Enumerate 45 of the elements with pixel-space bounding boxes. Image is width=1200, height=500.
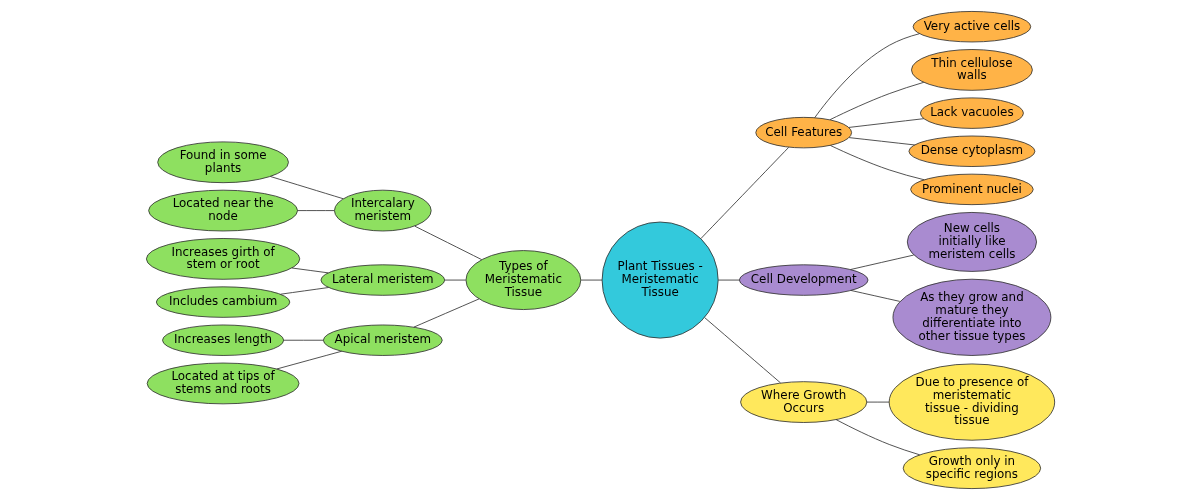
- connector: [835, 419, 920, 456]
- node-ellipse: Located near the node: [147, 189, 298, 232]
- connector: [829, 145, 925, 181]
- node-ellipse: Increases length: [161, 324, 284, 356]
- connector: [580, 279, 602, 281]
- connector: [865, 401, 890, 403]
- node-ellipse: Due to presence of meristematic tissue - dividing tissue: [888, 363, 1055, 441]
- connector: [717, 279, 740, 281]
- connector: [703, 317, 781, 384]
- node-ellipse: Where Growth Occurs: [739, 381, 867, 423]
- node-ellipse: Very active cells: [912, 11, 1031, 43]
- node-ellipse: Types of Meristematic Tissue: [465, 250, 581, 310]
- node-ellipse: Lack vacuoles: [919, 97, 1024, 129]
- node-ellipse: Thin cellulose walls: [910, 49, 1033, 91]
- node-ellipse: Increases girth of stem or root: [145, 238, 300, 280]
- node-ellipse: Prominent nuclei: [909, 173, 1034, 206]
- connector: [413, 225, 482, 261]
- node-ellipse: Includes cambium: [155, 286, 290, 318]
- node-ellipse: Growth only in specific regions: [902, 447, 1041, 489]
- node-ellipse: Cell Development: [738, 264, 868, 296]
- connector: [282, 339, 324, 341]
- node-ellipse: New cells initially like meristem cells: [906, 212, 1037, 272]
- node-ellipse: Found in some plants: [156, 141, 289, 184]
- connector: [444, 279, 466, 281]
- connector: [290, 267, 329, 274]
- connector: [849, 254, 914, 270]
- connector: [296, 210, 335, 211]
- connector: [269, 176, 343, 200]
- node-ellipse: Intercalary meristem: [333, 189, 432, 232]
- node-ellipse: Lateral meristem: [320, 264, 445, 296]
- node-ellipse: Located at tips of stems and roots: [146, 362, 299, 405]
- connector: [699, 146, 789, 240]
- node-ellipse: Cell Features: [754, 116, 852, 149]
- connector: [848, 118, 924, 128]
- connector: [275, 350, 342, 370]
- connector: [279, 287, 329, 295]
- node-circle: Plant Tissues - Meristematic Tissue: [601, 221, 719, 339]
- connector: [813, 33, 920, 119]
- connector: [412, 298, 479, 328]
- node-ellipse: As they grow and mature they differentiate into other tissue types: [892, 278, 1051, 356]
- node-ellipse: Apical meristem: [322, 324, 443, 356]
- connector: [829, 81, 924, 121]
- node-ellipse: Dense cytoplasm: [908, 135, 1035, 167]
- connector: [850, 290, 900, 302]
- connector: [848, 137, 915, 146]
